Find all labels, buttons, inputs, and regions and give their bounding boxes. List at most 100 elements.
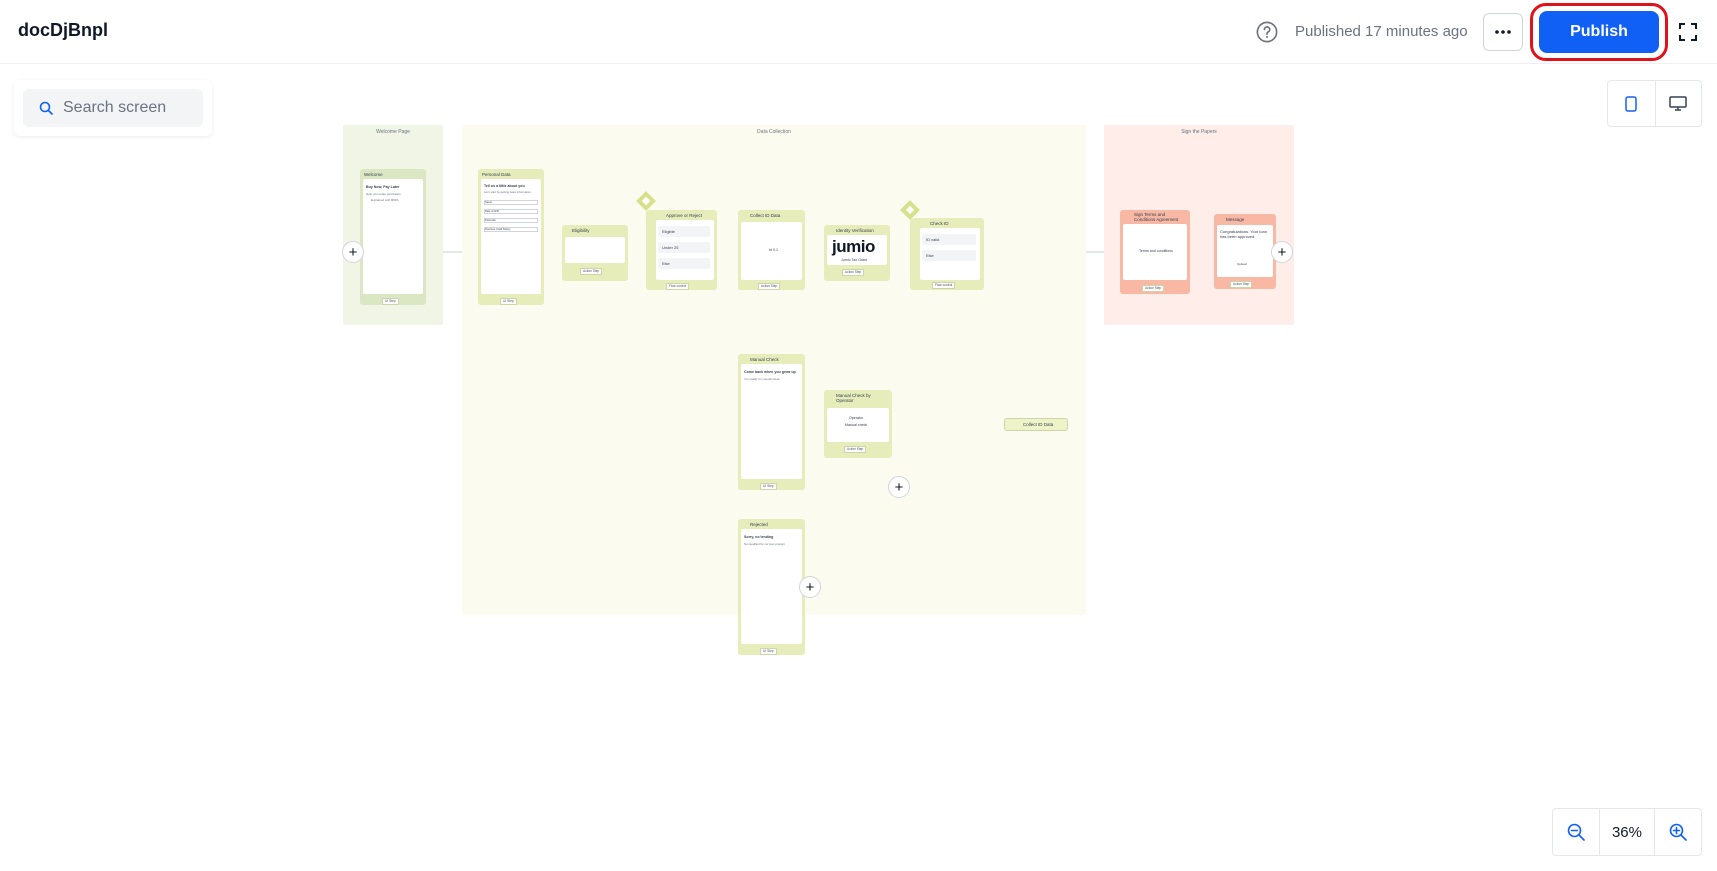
zoom-out-button[interactable] (1553, 809, 1599, 855)
jumio-logo: jumio (832, 237, 875, 256)
device-toggle (1607, 80, 1702, 127)
zoom-in-button[interactable] (1655, 809, 1701, 855)
node-inner-label: Terms and conditions (1139, 249, 1173, 253)
node-title: Sign Terms and Conditions Agreement (1134, 212, 1179, 222)
node-heading: Buy Now, Pay Later (366, 185, 400, 189)
node-type-badge: Action Step (1230, 281, 1253, 288)
search-input[interactable] (63, 99, 193, 117)
node-line: You qualify for manual check (744, 377, 780, 381)
node-collect-id[interactable]: Collect ID Data Id 0.1 Action Step (738, 210, 805, 290)
node-check-id[interactable]: Check ID ID valid Else Flow control (910, 218, 984, 290)
field-credit: Previous credit history (484, 227, 538, 232)
node-heading: Sorry, no lending (744, 535, 774, 539)
zoom-controls: 36% (1552, 808, 1702, 856)
node-title: Message (1226, 217, 1245, 222)
branch-else: Else (922, 250, 976, 261)
node-type-badge: UI Step (382, 298, 399, 305)
mobile-icon (1625, 95, 1637, 112)
branch-eligible: Eligible (658, 226, 710, 237)
branch-under-25: Under 25 (658, 242, 710, 253)
node-body (565, 237, 625, 263)
node-heading: Tell us a little about you (484, 184, 525, 188)
node-title: Identity Verification (836, 228, 874, 233)
mobile-view-button[interactable] (1608, 81, 1655, 126)
field-name: Name (484, 200, 538, 205)
search-box[interactable] (23, 89, 203, 127)
node-line: Not qualified for our loan product (744, 542, 785, 546)
group-label: Sign the Papers (1181, 129, 1217, 135)
node-line: Let's start by getting basic information… (484, 190, 532, 194)
node-body: Come back when you grow up You qualify f… (741, 364, 802, 479)
node-title: Collect ID Data (750, 213, 781, 218)
node-title: Personal Data (482, 172, 511, 177)
add-node-button[interactable]: + (799, 576, 821, 598)
node-type-badge: Flow control (666, 283, 690, 290)
help-icon[interactable] (1256, 21, 1278, 43)
search-panel (14, 80, 212, 136)
field-dob: Date of birth (484, 209, 538, 214)
node-jump-collect-id[interactable]: Collect ID Data (1004, 418, 1068, 431)
node-title: Eligibility (572, 228, 590, 233)
zoom-level: 36% (1599, 809, 1655, 855)
add-node-button[interactable]: + (1271, 241, 1293, 263)
desktop-view-button[interactable] (1654, 81, 1702, 126)
node-identity-verification[interactable]: Identity Verification jumio Jumio Tax Gr… (824, 225, 890, 281)
node-title: Rejected (750, 522, 768, 527)
node-sub: Jumio Tax Grant (841, 258, 868, 262)
add-node-button[interactable]: + (342, 241, 364, 263)
node-body: Id 0.1 (741, 222, 802, 280)
node-rejected[interactable]: Rejected Sorry, no lending Not qualified… (738, 519, 805, 655)
node-body: Buy Now, Pay Later Help you make purchas… (363, 179, 423, 294)
node-type-badge: Action Step (842, 269, 865, 276)
node-body: jumio Jumio Tax Grant (827, 235, 887, 265)
node-body: Congratulations. Your loan has been appr… (1217, 225, 1273, 277)
publish-highlight (1530, 3, 1668, 61)
node-body: ID valid Else (920, 228, 980, 280)
group-label: Data Collection (757, 129, 791, 135)
node-type-badge: UI Step (760, 648, 777, 655)
node-title: Manual Check (750, 357, 779, 362)
zoom-in-icon (1669, 823, 1687, 841)
node-type-badge: Action Step (758, 283, 781, 290)
node-line: Operator (849, 416, 864, 420)
more-options-button[interactable] (1483, 13, 1523, 51)
node-message-text: Congratulations. Your loan has been appr… (1220, 229, 1267, 239)
zoom-out-icon (1567, 823, 1585, 841)
branch-id-valid: ID valid (922, 234, 976, 245)
add-node-button[interactable]: + (888, 476, 910, 498)
node-title: Manual Check by Operator (836, 393, 871, 403)
node-welcome[interactable]: Welcome Buy Now, Pay Later Help you make… (360, 169, 426, 305)
top-bar: docDjBnpl Published 17 minutes ago Publi… (0, 0, 1717, 64)
app-title: docDjBnpl (18, 20, 108, 40)
node-line: Manual check (845, 423, 868, 427)
node-manual-check[interactable]: Manual Check Come back when you grow up … (738, 354, 805, 490)
more-icon (1495, 30, 1511, 34)
node-sign-terms[interactable]: Sign Terms and Conditions Agreement Term… (1120, 210, 1190, 294)
node-eligibility[interactable]: Eligibility Action Step (562, 225, 628, 281)
node-line: Explained with BNPL (371, 198, 400, 202)
node-type-badge: Action Step (580, 268, 603, 275)
node-body: Operator Manual check (827, 408, 889, 442)
desktop-icon (1669, 96, 1687, 111)
node-title: Collect ID Data (1023, 422, 1054, 427)
node-title: Welcome (364, 172, 383, 177)
node-manual-operator[interactable]: Manual Check by Operator Operator Manual… (824, 390, 892, 458)
node-type-badge: Flow control (932, 282, 956, 289)
node-personal-data[interactable]: Personal Data Tell us a little about you… (478, 169, 544, 305)
node-message[interactable]: Message Congratulations. Your loan has b… (1214, 214, 1276, 289)
fullscreen-icon[interactable] (1678, 22, 1698, 42)
node-type-badge: Action Step (844, 446, 867, 453)
node-type-badge: UI Step (760, 483, 777, 490)
node-title: Approve or Reject (666, 213, 703, 218)
publish-status: Published 17 minutes ago (1295, 23, 1468, 40)
node-body: Eligible Under 25 Else (656, 220, 714, 280)
node-approve-reject[interactable]: Approve or Reject Eligible Under 25 Else… (646, 210, 717, 290)
node-line: Help you make purchases (366, 192, 401, 196)
node-body: Tell us a little about you Let's start b… (481, 179, 541, 294)
node-upload-btn: Upload (1237, 262, 1247, 266)
node-heading: Come back when you grow up (744, 370, 796, 374)
flow-canvas[interactable]: Welcome Page Data Collection Sign the Pa… (0, 64, 1717, 804)
node-type-badge: UI Step (500, 298, 517, 305)
group-label: Welcome Page (376, 129, 410, 135)
publish-button[interactable]: Publish (1539, 11, 1659, 53)
